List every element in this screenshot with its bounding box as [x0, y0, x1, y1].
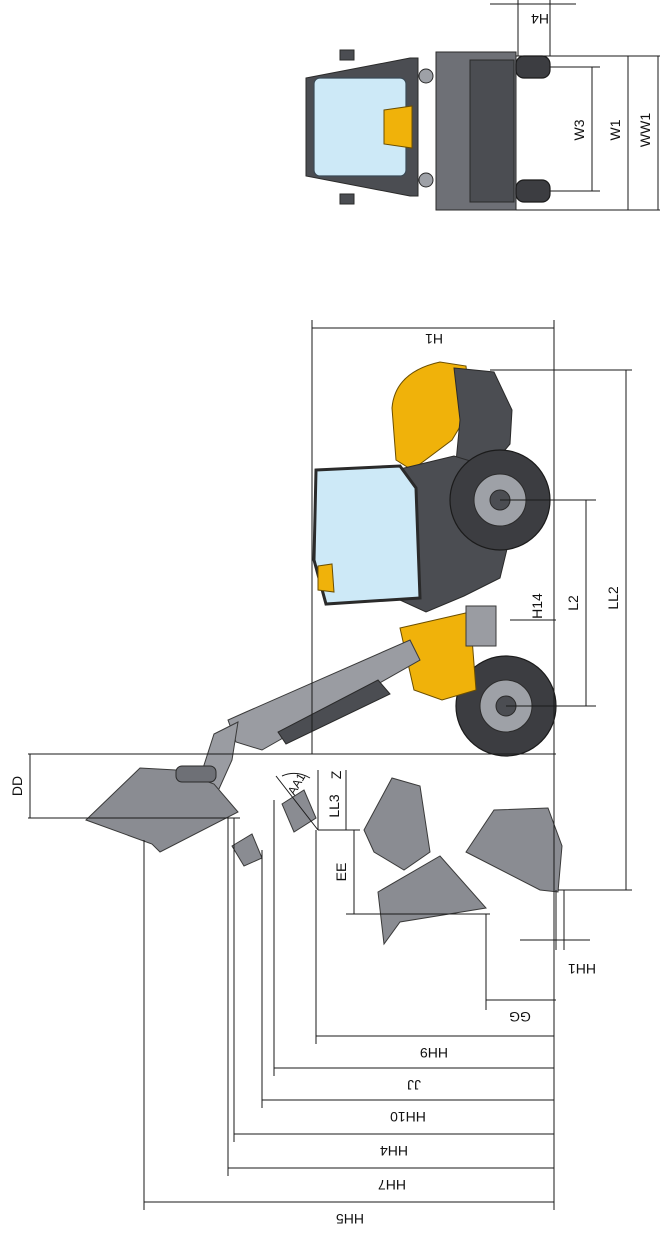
bucket-position-ground: [465, 807, 563, 893]
label-HH5: HH5: [336, 1211, 364, 1227]
label-HH4: HH4: [380, 1143, 408, 1159]
articulation-joint: [465, 605, 497, 647]
label-H4: H4: [531, 11, 549, 27]
rear-view-dimensions: [490, 0, 660, 211]
label-GG: GG: [509, 1009, 531, 1025]
label-JJ: JJ: [407, 1077, 421, 1093]
label-H14: H14: [529, 593, 545, 619]
bucket-positions: [231, 777, 563, 946]
rear-view-mirror-bottom: [339, 193, 355, 205]
label-LL2: LL2: [605, 586, 621, 610]
raised-bucket: [85, 767, 239, 853]
rear-view-light-bottom: [418, 172, 434, 188]
boom-cylinder: [277, 679, 391, 745]
bucket-position-small: [231, 833, 263, 867]
label-HH1: HH1: [568, 961, 596, 977]
label-WW1: WW1: [637, 113, 653, 147]
rear-view-mirror-top: [339, 49, 355, 61]
cab-frame: [312, 464, 422, 606]
bucket-position-dump-low: [281, 789, 317, 833]
bucket-position-tilted: [377, 855, 487, 946]
side-view-machine: [85, 361, 557, 853]
loader-mount: [399, 611, 477, 701]
cab-step: [317, 563, 335, 593]
label-LL3: LL3: [326, 794, 342, 818]
label-DD: DD: [9, 776, 25, 796]
label-L2: L2: [565, 595, 581, 611]
dimension-labels: H4 W3 W1 WW1 H1 H14 L2 LL2 DD AA1 LL3 Z …: [9, 11, 653, 1227]
side-view-dimensions: [28, 320, 632, 1210]
label-HH9: HH9: [420, 1045, 448, 1061]
dim-arc-AA1: [281, 772, 311, 779]
raised-bucket-pivot: [175, 765, 217, 783]
label-H1: H1: [425, 331, 443, 347]
label-Z: Z: [328, 770, 344, 779]
label-EE: EE: [333, 863, 349, 882]
label-W1: W1: [607, 119, 623, 140]
rear-view-wheel-bottom: [515, 179, 551, 203]
engine-hood: [391, 361, 471, 471]
bucket-position-mid-link: [363, 777, 431, 871]
rear-view-wheel-top: [515, 55, 551, 79]
label-HH7: HH7: [378, 1177, 406, 1193]
rear-view-yellow-panel: [383, 105, 413, 149]
rear-view-axle: [469, 59, 515, 203]
boom-arm: [227, 639, 421, 751]
label-W3: W3: [571, 119, 587, 140]
label-HH10: HH10: [390, 1109, 426, 1125]
rear-view-light-top: [418, 68, 434, 84]
rear-view-machine: [305, 49, 551, 211]
